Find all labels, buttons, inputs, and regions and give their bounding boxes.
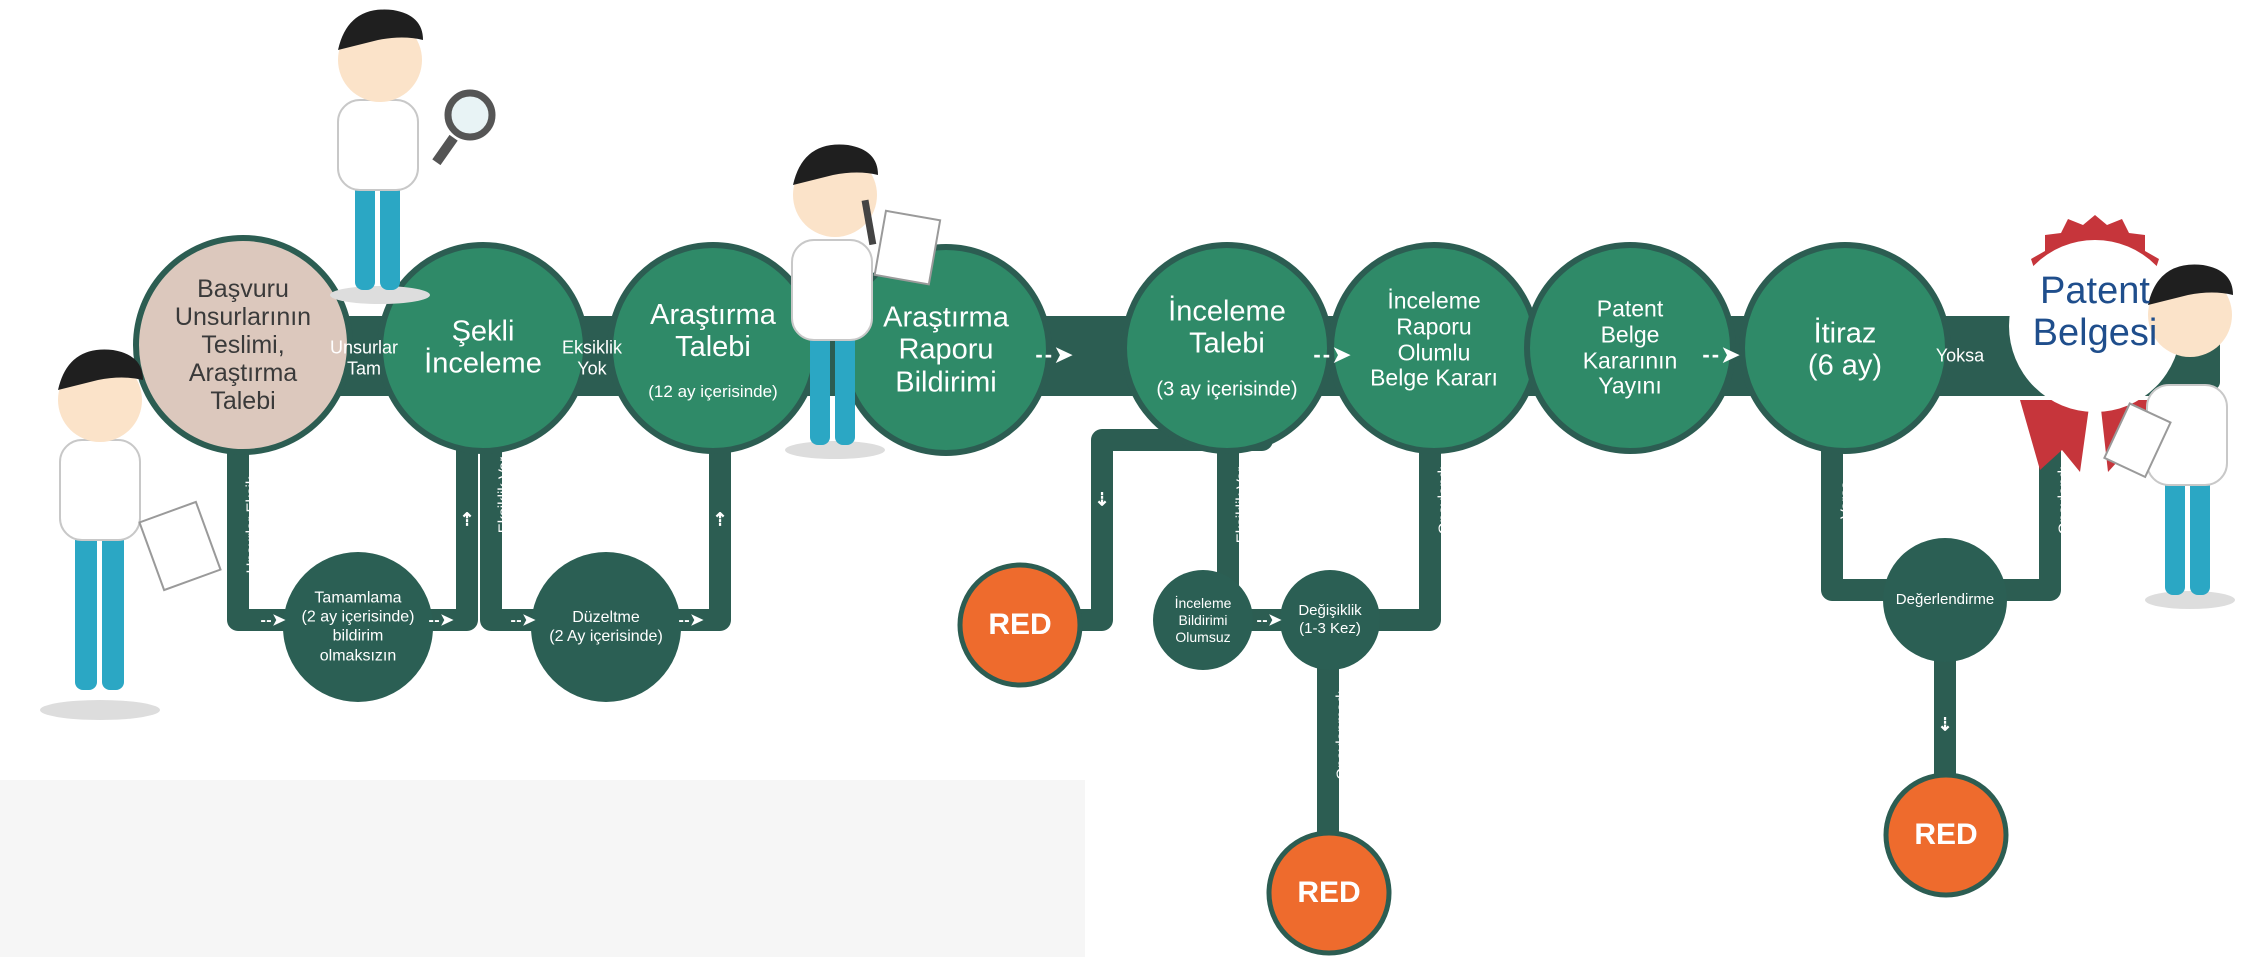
edge-eksiklik-var-1: Eksiklik Var (495, 456, 513, 534)
person-writing (785, 144, 942, 459)
edge-onaylanmadi: Onaylanmadı (1333, 690, 1351, 780)
node-inceleme-talebi: İnceleme Talebi (3 ay içerisinde) (1156, 277, 1297, 418)
node-duzeltme: Düzeltme (2 Ay içerisinde) (549, 608, 663, 645)
arrow-right-5: - - ➤ (428, 612, 454, 629)
node-red-1-circle (957, 562, 1083, 688)
magnifier-icon (432, 89, 496, 166)
certificate-icon (2009, 215, 2181, 472)
node-red-1: RED (988, 608, 1052, 642)
arrow-right-8: - - ➤ (1256, 612, 1282, 629)
node-inceleme-talebi-sub: (3 ay içerisinde) (1156, 378, 1298, 401)
node-arastirma-talebi-sub: (12 ay içerisinde) (648, 381, 778, 401)
node-patent-belge: Patent Belge Kararının Yayını (1582, 295, 1678, 399)
person-magnifier (330, 9, 496, 304)
node-red-3-circle (1883, 772, 2009, 898)
arrow-right-7: - - ➤ (678, 612, 704, 629)
node-inceleme-raporu: İnceleme Raporu Olumlu Belge Kararı (1370, 287, 1498, 391)
arrow-up-2: ⇡ (712, 509, 728, 530)
arrow-down-1: ⇣ (1094, 489, 1110, 510)
node-sekli-inceleme: Şekli İnceleme (424, 315, 542, 380)
edge-yoksa: Yoksa (1935, 345, 1985, 366)
edge-unsurlar-eksik: Unsurlar Eksik (243, 476, 261, 574)
node-arastirma-talebi-title: Araştırma Talebi (650, 299, 776, 364)
node-itiraz: İtiraz (6 ay) (1807, 317, 1883, 382)
node-sekli-circle (377, 242, 589, 454)
node-red-3: RED (1914, 818, 1978, 852)
person-right (2103, 264, 2235, 609)
edge-onaylandi-2: Onaylandı (2055, 465, 2073, 535)
node-inceleme-bildirimi: İnceleme Bildirimi Olumsuz (1174, 594, 1232, 645)
arrow-down-2: ⇣ (1937, 714, 1953, 735)
node-degerlendirme: Değerlendirme (1895, 591, 1995, 608)
edge-eksiklik-yok: Eksiklik Yok (561, 337, 623, 378)
arrow-right-1: - - ➤ (1035, 342, 1072, 367)
node-degerlendirme-circle (1883, 538, 2007, 662)
edge-eksiklik-var-2: Eksiklik Var (1233, 466, 1251, 544)
node-patent-belge-circle (1524, 242, 1736, 454)
node-itiraz-circle (1739, 242, 1951, 454)
node-duzeltme-circle (531, 552, 681, 702)
node-inceleme-talebi-title: İnceleme Talebi (1168, 295, 1286, 360)
arrow-up-1: ⇡ (459, 509, 475, 530)
node-patent-belgesi: Patent Belgesi (2032, 270, 2158, 354)
node-arastirma-talebi: Araştırma Talebi (12 ay içerisinde) (648, 281, 777, 419)
node-basvuru-circle (133, 235, 353, 455)
node-red-2-circle (1266, 830, 1392, 956)
person-left (40, 349, 222, 720)
node-arastirma-raporu: Araştırma Raporu Bildirimi (883, 301, 1009, 399)
arrow-right-6: - - ➤ (510, 612, 536, 629)
arrow-right-2: - - ➤ (1313, 342, 1350, 367)
document-icon (138, 500, 222, 592)
node-basvuru: Başvuru Unsurlarının Teslimi, Araştırma … (174, 275, 312, 415)
node-degisiklik: Değişiklik (1-3 Kez) (1298, 602, 1362, 637)
node-inceleme-bildirimi-circle (1153, 570, 1253, 670)
pencil-icon (861, 199, 942, 286)
node-degisiklik-circle (1280, 570, 1380, 670)
edge-onaylandi-1: Onaylandı (1435, 465, 1453, 535)
node-tamamlama: Tamamlama (2 ay içerisinde) bildirim olm… (301, 589, 415, 665)
edge-unsurlar-tam: Unsurlar Tam (329, 337, 399, 378)
node-tamamlama-circle (283, 552, 433, 702)
arrow-right-3: - - ➤ (1702, 342, 1739, 367)
arrow-right-4: - - ➤ (260, 612, 286, 629)
background-panel (0, 780, 1085, 957)
node-red-2: RED (1297, 876, 1361, 910)
edge-varsa: Varsa (1837, 480, 1855, 520)
